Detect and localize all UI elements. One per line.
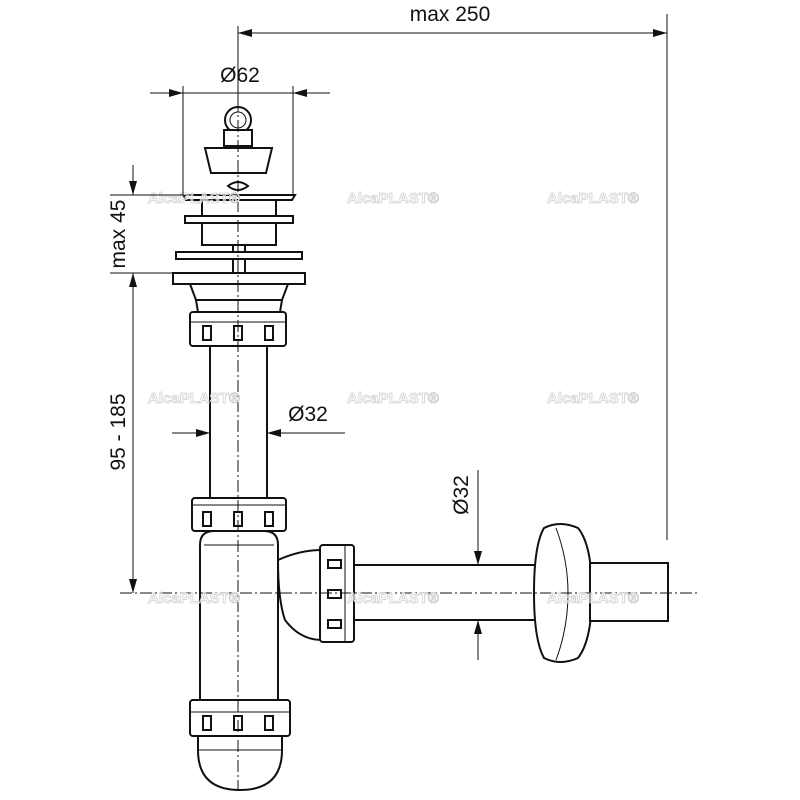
dimension-label: Ø32 bbox=[450, 475, 473, 515]
dimension-label: max 45 bbox=[107, 200, 130, 269]
dimension-heights: max 45 95 - 185 bbox=[107, 165, 183, 593]
watermark: AlcaPLAST® bbox=[547, 190, 639, 207]
watermark: AlcaPLAST® bbox=[347, 590, 439, 607]
siphon-drawing bbox=[172, 106, 669, 792]
dimension-label: 95 - 185 bbox=[107, 393, 130, 470]
dimension-label: Ø62 bbox=[220, 64, 260, 87]
watermark: AlcaPLAST® bbox=[148, 390, 240, 407]
dimension-outlet-pipe-diameter: Ø32 bbox=[450, 470, 482, 660]
watermark: AlcaPLAST® bbox=[347, 190, 439, 207]
flange bbox=[181, 194, 297, 201]
watermark: AlcaPLAST® bbox=[547, 590, 639, 607]
watermark: AlcaPLAST® bbox=[148, 590, 240, 607]
wall-pipe bbox=[589, 562, 669, 622]
dimension-label: Ø32 bbox=[288, 403, 328, 426]
dimension-max-250: max 250 bbox=[237, 3, 668, 540]
dimension-flange-diameter: Ø62 bbox=[150, 64, 330, 195]
watermark: AlcaPLAST® bbox=[148, 190, 240, 207]
watermarks: AlcaPLAST® AlcaPLAST® AlcaPLAST® AlcaPLA… bbox=[148, 190, 640, 608]
watermark: AlcaPLAST® bbox=[347, 390, 439, 407]
trap-body bbox=[199, 530, 279, 701]
bottom-cup bbox=[197, 735, 283, 792]
dimension-label: max 250 bbox=[410, 3, 491, 26]
watermark: AlcaPLAST® bbox=[547, 390, 639, 407]
dimension-vertical-pipe-diameter: Ø32 bbox=[172, 403, 345, 437]
